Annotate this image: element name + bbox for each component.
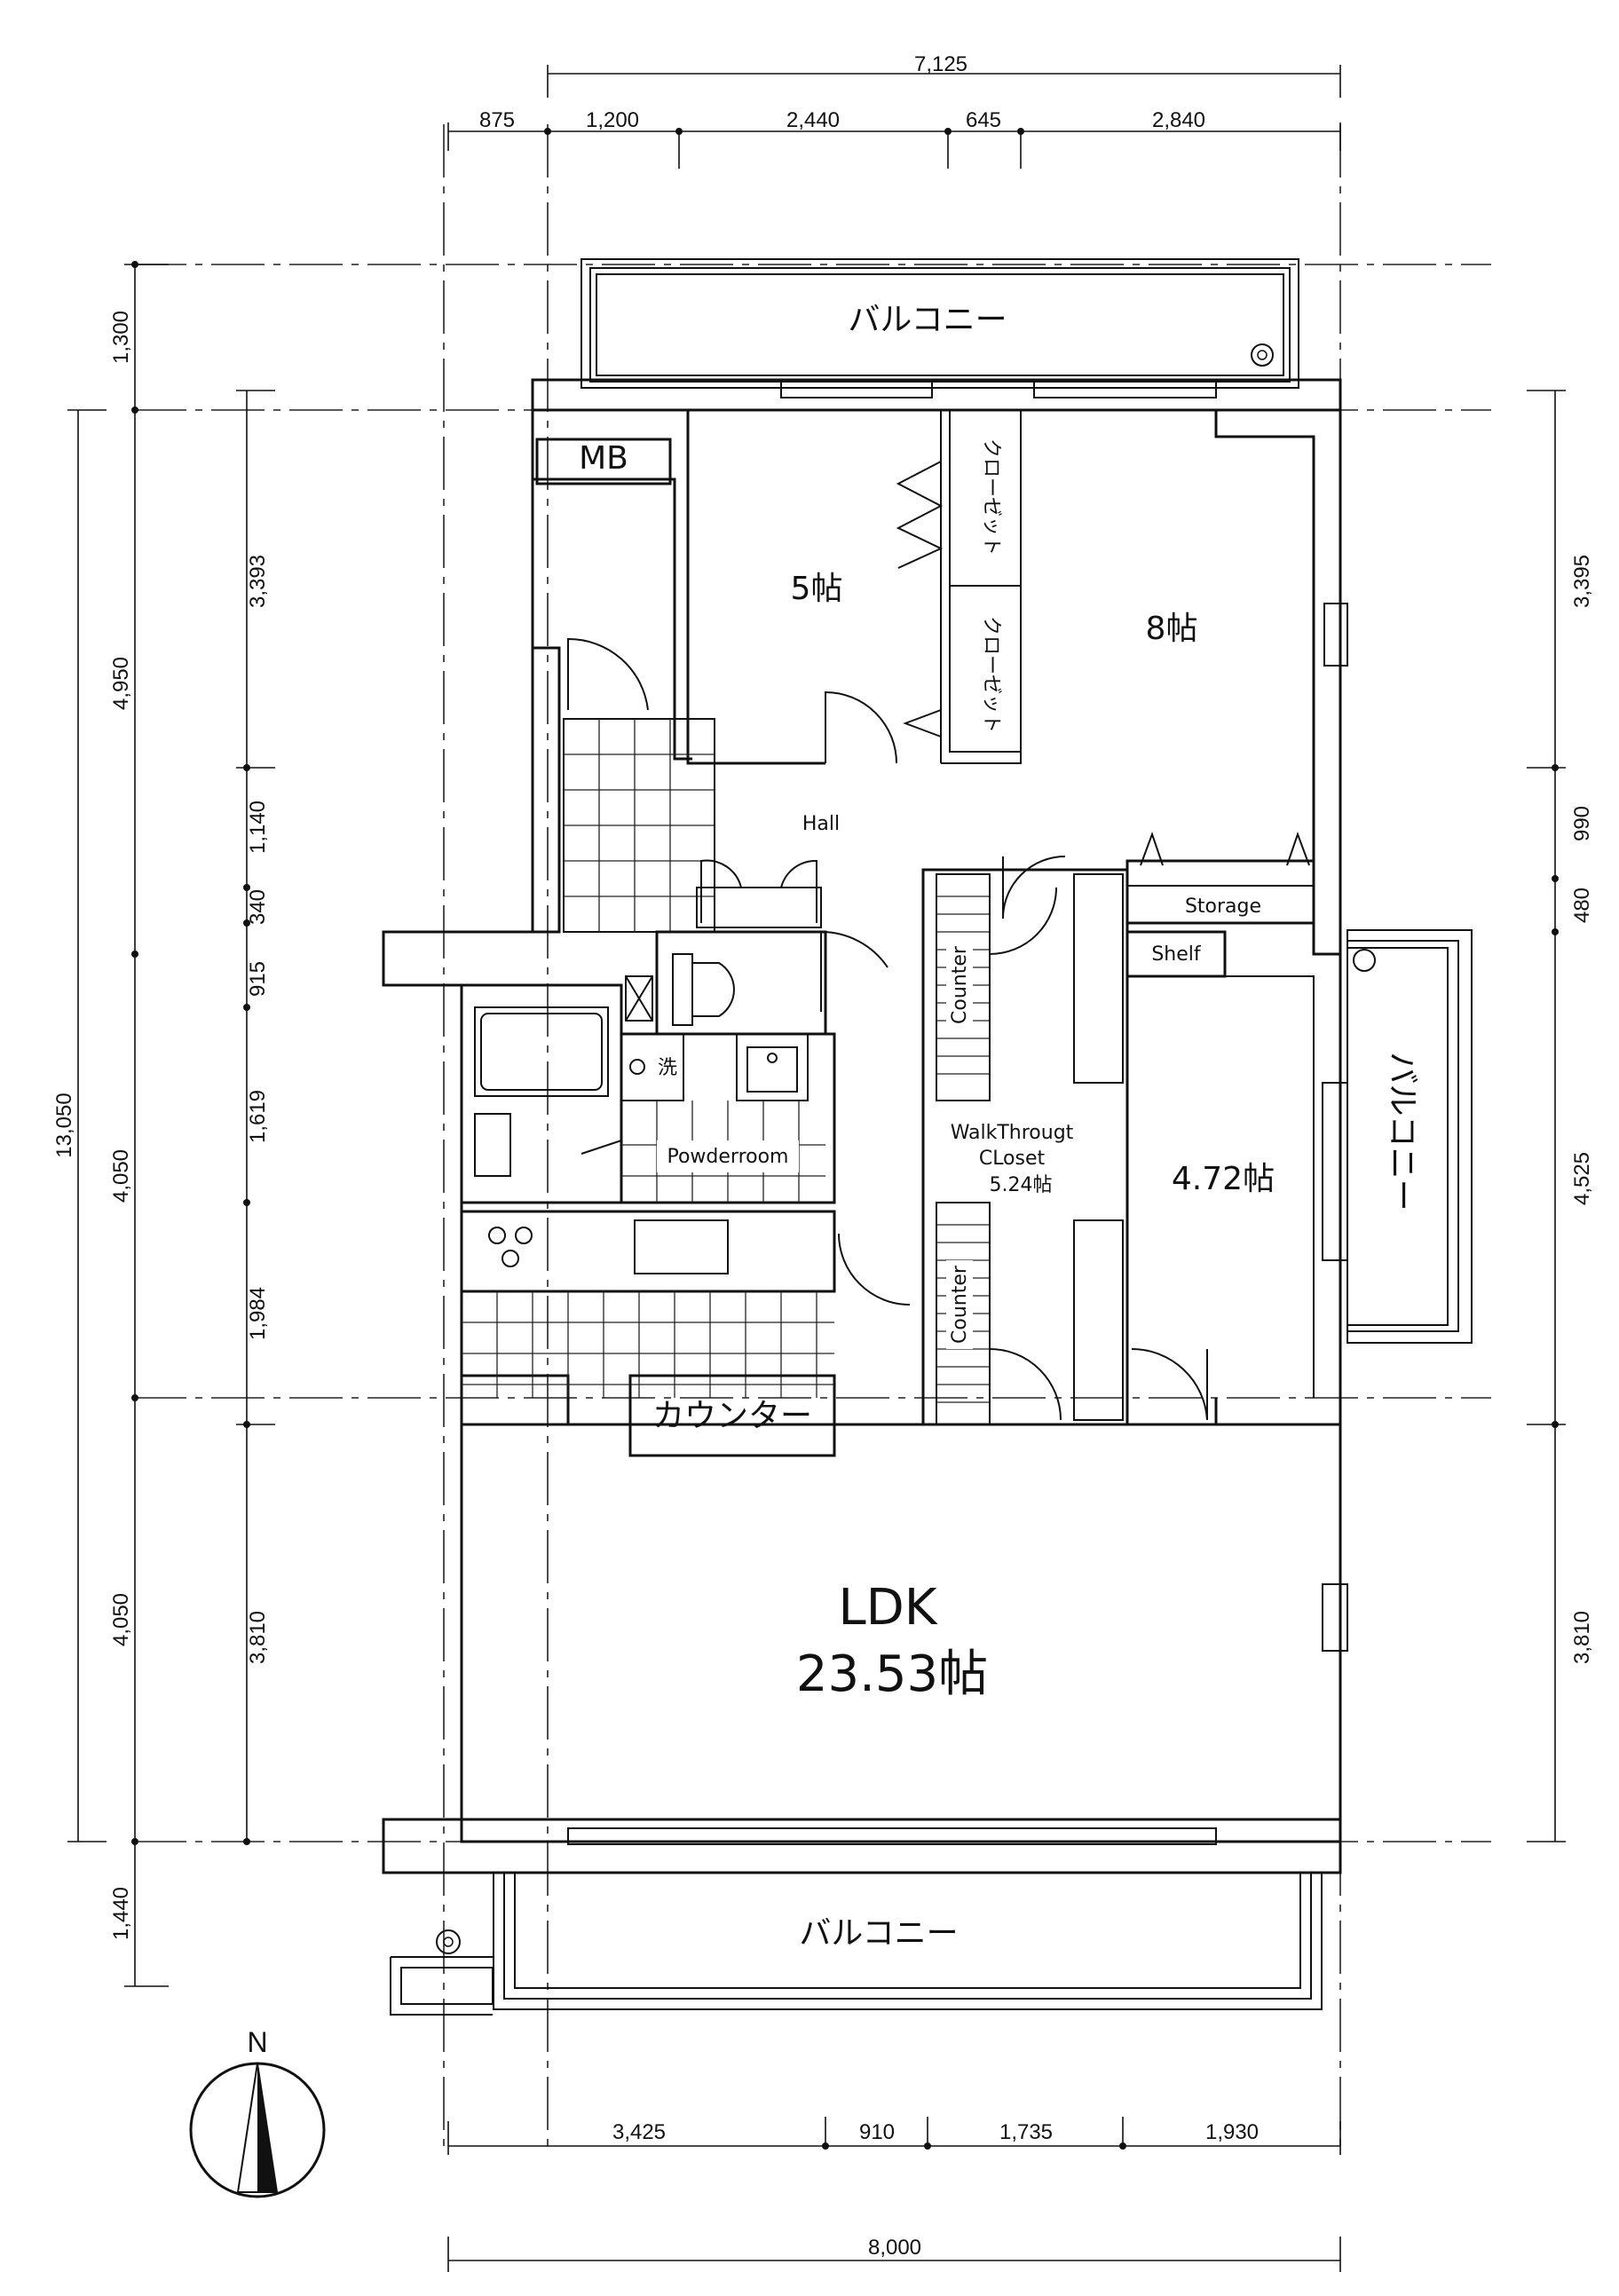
kitchen: カウンター xyxy=(460,1210,911,1457)
balcony-top-label: バルコニー xyxy=(848,302,1007,338)
left-outer-dim-3: 4,050 xyxy=(109,1149,133,1203)
counter-shelf-1 xyxy=(936,873,991,1101)
top-dim-3: 2,440 xyxy=(786,108,840,132)
wash-basin xyxy=(736,1033,809,1101)
balcony-right: バルコニー xyxy=(1347,929,1473,1344)
bottom-dim-1: 3,425 xyxy=(612,2120,666,2144)
bathroom xyxy=(460,975,653,1204)
north-arrow-icon xyxy=(257,2063,277,2192)
left-outer-dim-2: 4,950 xyxy=(109,657,133,710)
wtc-label-1: WalkThrougt xyxy=(951,1122,1074,1144)
top-total-dim: 7,125 xyxy=(914,52,967,76)
balcony-top: バルコニー xyxy=(580,258,1299,389)
left-inner-dim-7: 3,810 xyxy=(246,1611,270,1664)
washing-machine xyxy=(620,1033,684,1101)
room-472jo: Shelf 4.72帖 xyxy=(1125,930,1315,1421)
compass: N xyxy=(189,2026,326,2198)
hall-area: Hall xyxy=(563,637,840,933)
left-inner-dim-3: 340 xyxy=(246,889,270,925)
kitchen-sink xyxy=(634,1219,729,1274)
right-dim-3: 480 xyxy=(1570,888,1594,923)
left-total-dim: 13,050 xyxy=(52,1093,76,1157)
bottom-dimensions: 3,425 910 1,735 1,930 8,000 xyxy=(447,2117,1341,2272)
right-dim-5: 3,810 xyxy=(1570,1611,1594,1664)
ldk-room: LDK 23.53帖 xyxy=(796,1579,988,1703)
left-inner-dim-2: 1,140 xyxy=(246,801,270,854)
window-8-room xyxy=(1323,603,1348,667)
shelf-label: Shelf xyxy=(1151,943,1202,966)
ldk-name-label: LDK xyxy=(838,1579,937,1637)
room-5-label: 5帖 xyxy=(791,571,843,607)
bottom-dim-4: 1,930 xyxy=(1205,2120,1259,2144)
window-top-1 xyxy=(780,381,933,398)
left-inner-dim-5: 1,619 xyxy=(246,1090,270,1143)
north-label: N xyxy=(247,2026,267,2058)
ldk-size-label: 23.53帖 xyxy=(796,1645,988,1703)
window-top-2 xyxy=(1033,381,1217,398)
left-outer-dim-1: 1,300 xyxy=(109,311,133,364)
left-inner-dim-6: 1,984 xyxy=(246,1287,270,1340)
left-inner-dim-1: 3,393 xyxy=(246,555,270,608)
room-8-label: 8帖 xyxy=(1146,611,1198,647)
balcony-bottom-label: バルコニー xyxy=(799,1915,958,1952)
left-inner-dim-4: 915 xyxy=(246,961,270,997)
powderroom-label: Powderroom xyxy=(667,1146,788,1168)
room-5jo: クローゼット クローゼット 5帖 xyxy=(686,409,1022,765)
kitchen-counter-label: カウンター xyxy=(652,1398,812,1434)
entrance-door xyxy=(567,637,649,711)
closet-1-label: クローゼット xyxy=(980,438,1002,556)
window-ldk-bottom xyxy=(567,1827,1217,1845)
powder-room: 洗 Powderroom xyxy=(620,1032,836,1204)
left-outer-dim-5: 1,440 xyxy=(109,1887,133,1940)
walk-through-closet: Counter Counter WalkThrougt CLoset 5.24帖 xyxy=(921,868,1129,1426)
door-8jo xyxy=(1002,856,1066,919)
wtc-label-3: 5.24帖 xyxy=(990,1174,1053,1196)
counter-1-label: Counter xyxy=(949,945,971,1024)
balcony-bottom: バルコニー xyxy=(390,1873,1323,2016)
right-dimensions: 3,395 990 480 4,525 3,810 xyxy=(1527,390,1594,1842)
balcony-right-label: バルコニー xyxy=(1384,1052,1420,1211)
outer-walls: MB xyxy=(382,378,1348,1874)
toilet-bowl xyxy=(691,962,735,1017)
bottom-dim-2: 910 xyxy=(859,2120,895,2144)
closet-2-label: クローゼット xyxy=(980,616,1002,733)
window-ldk-right xyxy=(1322,1583,1348,1652)
right-dim-1: 3,395 xyxy=(1570,555,1594,608)
right-dim-4: 4,525 xyxy=(1570,1152,1594,1205)
bathtub xyxy=(474,1006,609,1097)
hall-label: Hall xyxy=(802,813,840,835)
wash-label: 洗 xyxy=(658,1057,677,1079)
toilet xyxy=(655,930,888,1036)
top-dimensions: 7,125 875 1,200 2,440 645 2,840 xyxy=(447,52,1341,169)
top-dim-2: 1,200 xyxy=(586,108,639,132)
top-dim-1: 875 xyxy=(479,108,515,132)
top-dim-5: 2,840 xyxy=(1152,108,1205,132)
bottom-dim-3: 1,735 xyxy=(999,2120,1053,2144)
counter-2-label: Counter xyxy=(949,1265,971,1344)
window-472-room xyxy=(1322,1082,1348,1261)
bottom-total-dim: 8,000 xyxy=(868,2236,921,2260)
left-dimensions: 13,050 1,300 4,950 4,050 4,050 1,440 3,3… xyxy=(52,261,275,1987)
door-5jo xyxy=(825,690,897,764)
wtc-label-2: CLoset xyxy=(979,1148,1046,1170)
storage-label: Storage xyxy=(1185,896,1261,918)
right-dim-2: 990 xyxy=(1570,806,1594,841)
top-dim-4: 645 xyxy=(966,108,1001,132)
left-outer-dim-4: 4,050 xyxy=(109,1593,133,1646)
mb-label: MB xyxy=(579,440,628,477)
room-472-label: 4.72帖 xyxy=(1172,1161,1275,1197)
kitchen-counter xyxy=(628,1374,836,1457)
